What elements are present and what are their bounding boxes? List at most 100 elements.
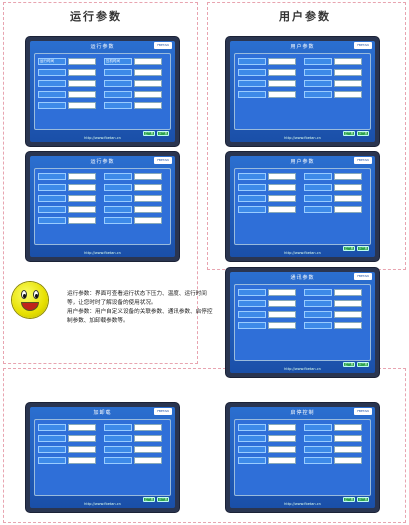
prev-page-button[interactable]: 上一页 — [143, 497, 155, 502]
brand-logo-icon: FBETAN — [354, 42, 372, 49]
param-label — [104, 446, 132, 453]
param-label — [304, 80, 332, 87]
param-value — [68, 457, 96, 464]
param-label — [238, 195, 266, 202]
prev-page-button[interactable]: 上一页 — [343, 362, 355, 367]
screen-user-1: 用户参数 FBETAN 上一页下一页 http://www.fbetan.cn — [226, 37, 379, 146]
param-label — [104, 173, 132, 180]
param-value — [268, 195, 296, 202]
param-label — [38, 217, 66, 224]
user-description: 用户参数：用户自定义设备的关联参数、通讯参数、启停控制参数、加卸载参数等。 — [67, 309, 213, 324]
param-label — [304, 457, 332, 464]
param-value — [68, 446, 96, 453]
prev-page-button[interactable]: 上一页 — [343, 246, 355, 251]
next-page-button[interactable]: 下一页 — [157, 497, 169, 502]
param-label — [304, 69, 332, 76]
bottom-dashed-frame — [3, 368, 406, 523]
param-label — [238, 457, 266, 464]
param-label — [238, 91, 266, 98]
param-value — [68, 206, 96, 213]
param-value — [68, 102, 96, 109]
param-value — [68, 80, 96, 87]
param-value — [134, 446, 162, 453]
param-label — [38, 102, 66, 109]
param-grid: 运行时间压机时间 — [34, 53, 171, 130]
brand-logo-icon: FBETAN — [154, 408, 172, 415]
param-label — [38, 424, 66, 431]
param-value — [334, 289, 362, 296]
param-label — [238, 69, 266, 76]
website-url: http://www.fbetan.cn — [284, 367, 321, 371]
param-value — [68, 424, 96, 431]
param-value — [334, 300, 362, 307]
param-value — [334, 91, 362, 98]
brand-logo-icon: FBETAN — [354, 408, 372, 415]
param-value — [134, 184, 162, 191]
prev-page-button[interactable]: 上一页 — [343, 497, 355, 502]
param-label — [104, 102, 132, 109]
brand-logo-icon: FBETAN — [354, 157, 372, 164]
param-label — [304, 58, 332, 65]
param-value — [268, 173, 296, 180]
param-value — [334, 457, 362, 464]
param-label — [238, 184, 266, 191]
param-value — [268, 91, 296, 98]
next-page-button[interactable]: 下一页 — [357, 246, 369, 251]
param-label — [238, 424, 266, 431]
next-page-button[interactable]: 下一页 — [357, 362, 369, 367]
param-value — [334, 69, 362, 76]
param-label — [38, 195, 66, 202]
param-label — [38, 206, 66, 213]
param-value — [334, 206, 362, 213]
param-value — [134, 217, 162, 224]
brand-logo-icon: FBETAN — [154, 42, 172, 49]
param-label — [38, 69, 66, 76]
param-grid — [234, 53, 371, 130]
param-value — [134, 80, 162, 87]
screen-runtime-1: 运行参数 FBETAN 运行时间压机时间 上一页下一页 http://www.f… — [26, 37, 179, 146]
screen-title: 通讯参数 — [290, 274, 315, 281]
param-grid — [34, 168, 171, 245]
param-value — [334, 195, 362, 202]
param-label — [304, 311, 332, 318]
prev-page-button[interactable]: 上一页 — [343, 131, 355, 136]
param-label — [104, 91, 132, 98]
param-value — [68, 58, 96, 65]
param-label — [304, 289, 332, 296]
param-label — [238, 300, 266, 307]
section-title-left: 运行参数 — [70, 10, 122, 23]
param-value — [334, 435, 362, 442]
param-value — [68, 173, 96, 180]
param-value — [334, 58, 362, 65]
next-page-button[interactable]: 下一页 — [157, 131, 169, 136]
param-label: 压机时间 — [104, 58, 132, 65]
param-grid — [234, 168, 371, 245]
prev-page-button[interactable]: 上一页 — [143, 131, 155, 136]
website-url: http://www.fbetan.cn — [284, 136, 321, 140]
param-label — [304, 184, 332, 191]
param-label — [38, 435, 66, 442]
screen-user-2: 用户参数 FBETAN 上一页下一页 http://www.fbetan.cn — [226, 152, 379, 261]
param-value — [334, 173, 362, 180]
param-value — [268, 435, 296, 442]
param-value — [134, 195, 162, 202]
screen-title: 运行参数 — [90, 43, 115, 50]
website-url: http://www.fbetan.cn — [284, 251, 321, 255]
param-grid — [234, 419, 371, 496]
screen-title: 启停控制 — [290, 409, 315, 416]
param-label — [304, 300, 332, 307]
screen-title: 用户参数 — [290, 158, 315, 165]
next-page-button[interactable]: 下一页 — [357, 131, 369, 136]
param-label — [104, 69, 132, 76]
param-value — [68, 195, 96, 202]
param-value — [268, 322, 296, 329]
param-value — [268, 424, 296, 431]
param-value — [134, 424, 162, 431]
screen-bottom-right: 启停控制 FBETAN 上一页下一页 http://www.fbetan.cn — [226, 403, 379, 512]
param-label — [104, 206, 132, 213]
param-label — [38, 91, 66, 98]
param-value — [268, 206, 296, 213]
param-label — [104, 457, 132, 464]
next-page-button[interactable]: 下一页 — [357, 497, 369, 502]
